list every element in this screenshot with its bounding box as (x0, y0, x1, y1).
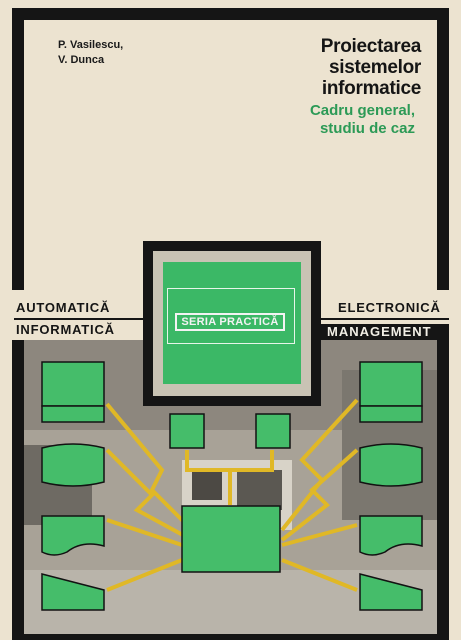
device-terminal-small-right (255, 413, 291, 449)
band-label-electronica: ELECTRONICĂ (338, 300, 441, 315)
ray-1 (105, 402, 194, 532)
photo-frame-right (437, 340, 449, 640)
device-punch-card-right (359, 573, 423, 611)
frame-right-bar (437, 8, 449, 290)
photo-frame-bottom (12, 634, 449, 640)
device-drum-right (359, 443, 423, 487)
title-line-1: Proiectarea (320, 36, 422, 57)
title-line-2: sistemelor (328, 57, 421, 78)
title-line-3: informatice (321, 78, 421, 99)
ray-3 (106, 518, 183, 547)
band-label-management: MANAGEMENT (327, 324, 432, 339)
band-line-left (14, 318, 144, 320)
book-subtitle: Cadru general, studiu de caz (310, 102, 415, 138)
device-monitor-right (359, 361, 423, 407)
ray-2 (105, 448, 193, 542)
band-management: MANAGEMENT (321, 324, 449, 340)
device-monitor-left-base (41, 405, 105, 423)
photo-console-panel-2 (237, 470, 282, 510)
device-monitor-right-base (359, 405, 423, 423)
subtitle-line-2: studiu de caz (319, 120, 415, 137)
authors: P. Vasilescu, V. Dunca (58, 38, 123, 68)
photo-frame-left (12, 340, 24, 640)
device-central-screen (181, 505, 281, 573)
photo-console-panel (192, 470, 222, 500)
ray-7 (281, 523, 358, 547)
ray-6 (280, 448, 359, 542)
series-panel (163, 262, 301, 384)
subtitle-line-1: Cadru general, (309, 102, 415, 119)
device-document-right (359, 515, 423, 556)
ray-8 (281, 558, 358, 592)
device-monitor-left (41, 361, 105, 407)
band-label-informatica: INFORMATICĂ (16, 322, 115, 337)
illustration-svg (12, 340, 449, 640)
author-1: P. Vasilescu, (58, 39, 124, 51)
series-panel-inner-frame (167, 288, 295, 344)
author-2: V. Dunca (58, 54, 105, 66)
band-line-right (321, 318, 449, 320)
ray-5 (280, 398, 359, 532)
device-terminal-small-left (169, 413, 205, 449)
series-label: SERIA PRACTICĂ (175, 313, 285, 331)
device-document-left (41, 515, 105, 556)
device-drum-left (41, 443, 105, 487)
connection-rays (105, 398, 359, 592)
frame-left-bar (12, 8, 24, 290)
frame-top-bar (12, 8, 449, 20)
book-title: Proiectarea sistemelor informatice (320, 36, 422, 99)
ray-4 (106, 558, 183, 592)
device-punch-card-left (41, 573, 105, 611)
band-label-automatica: AUTOMATICĂ (16, 300, 111, 315)
